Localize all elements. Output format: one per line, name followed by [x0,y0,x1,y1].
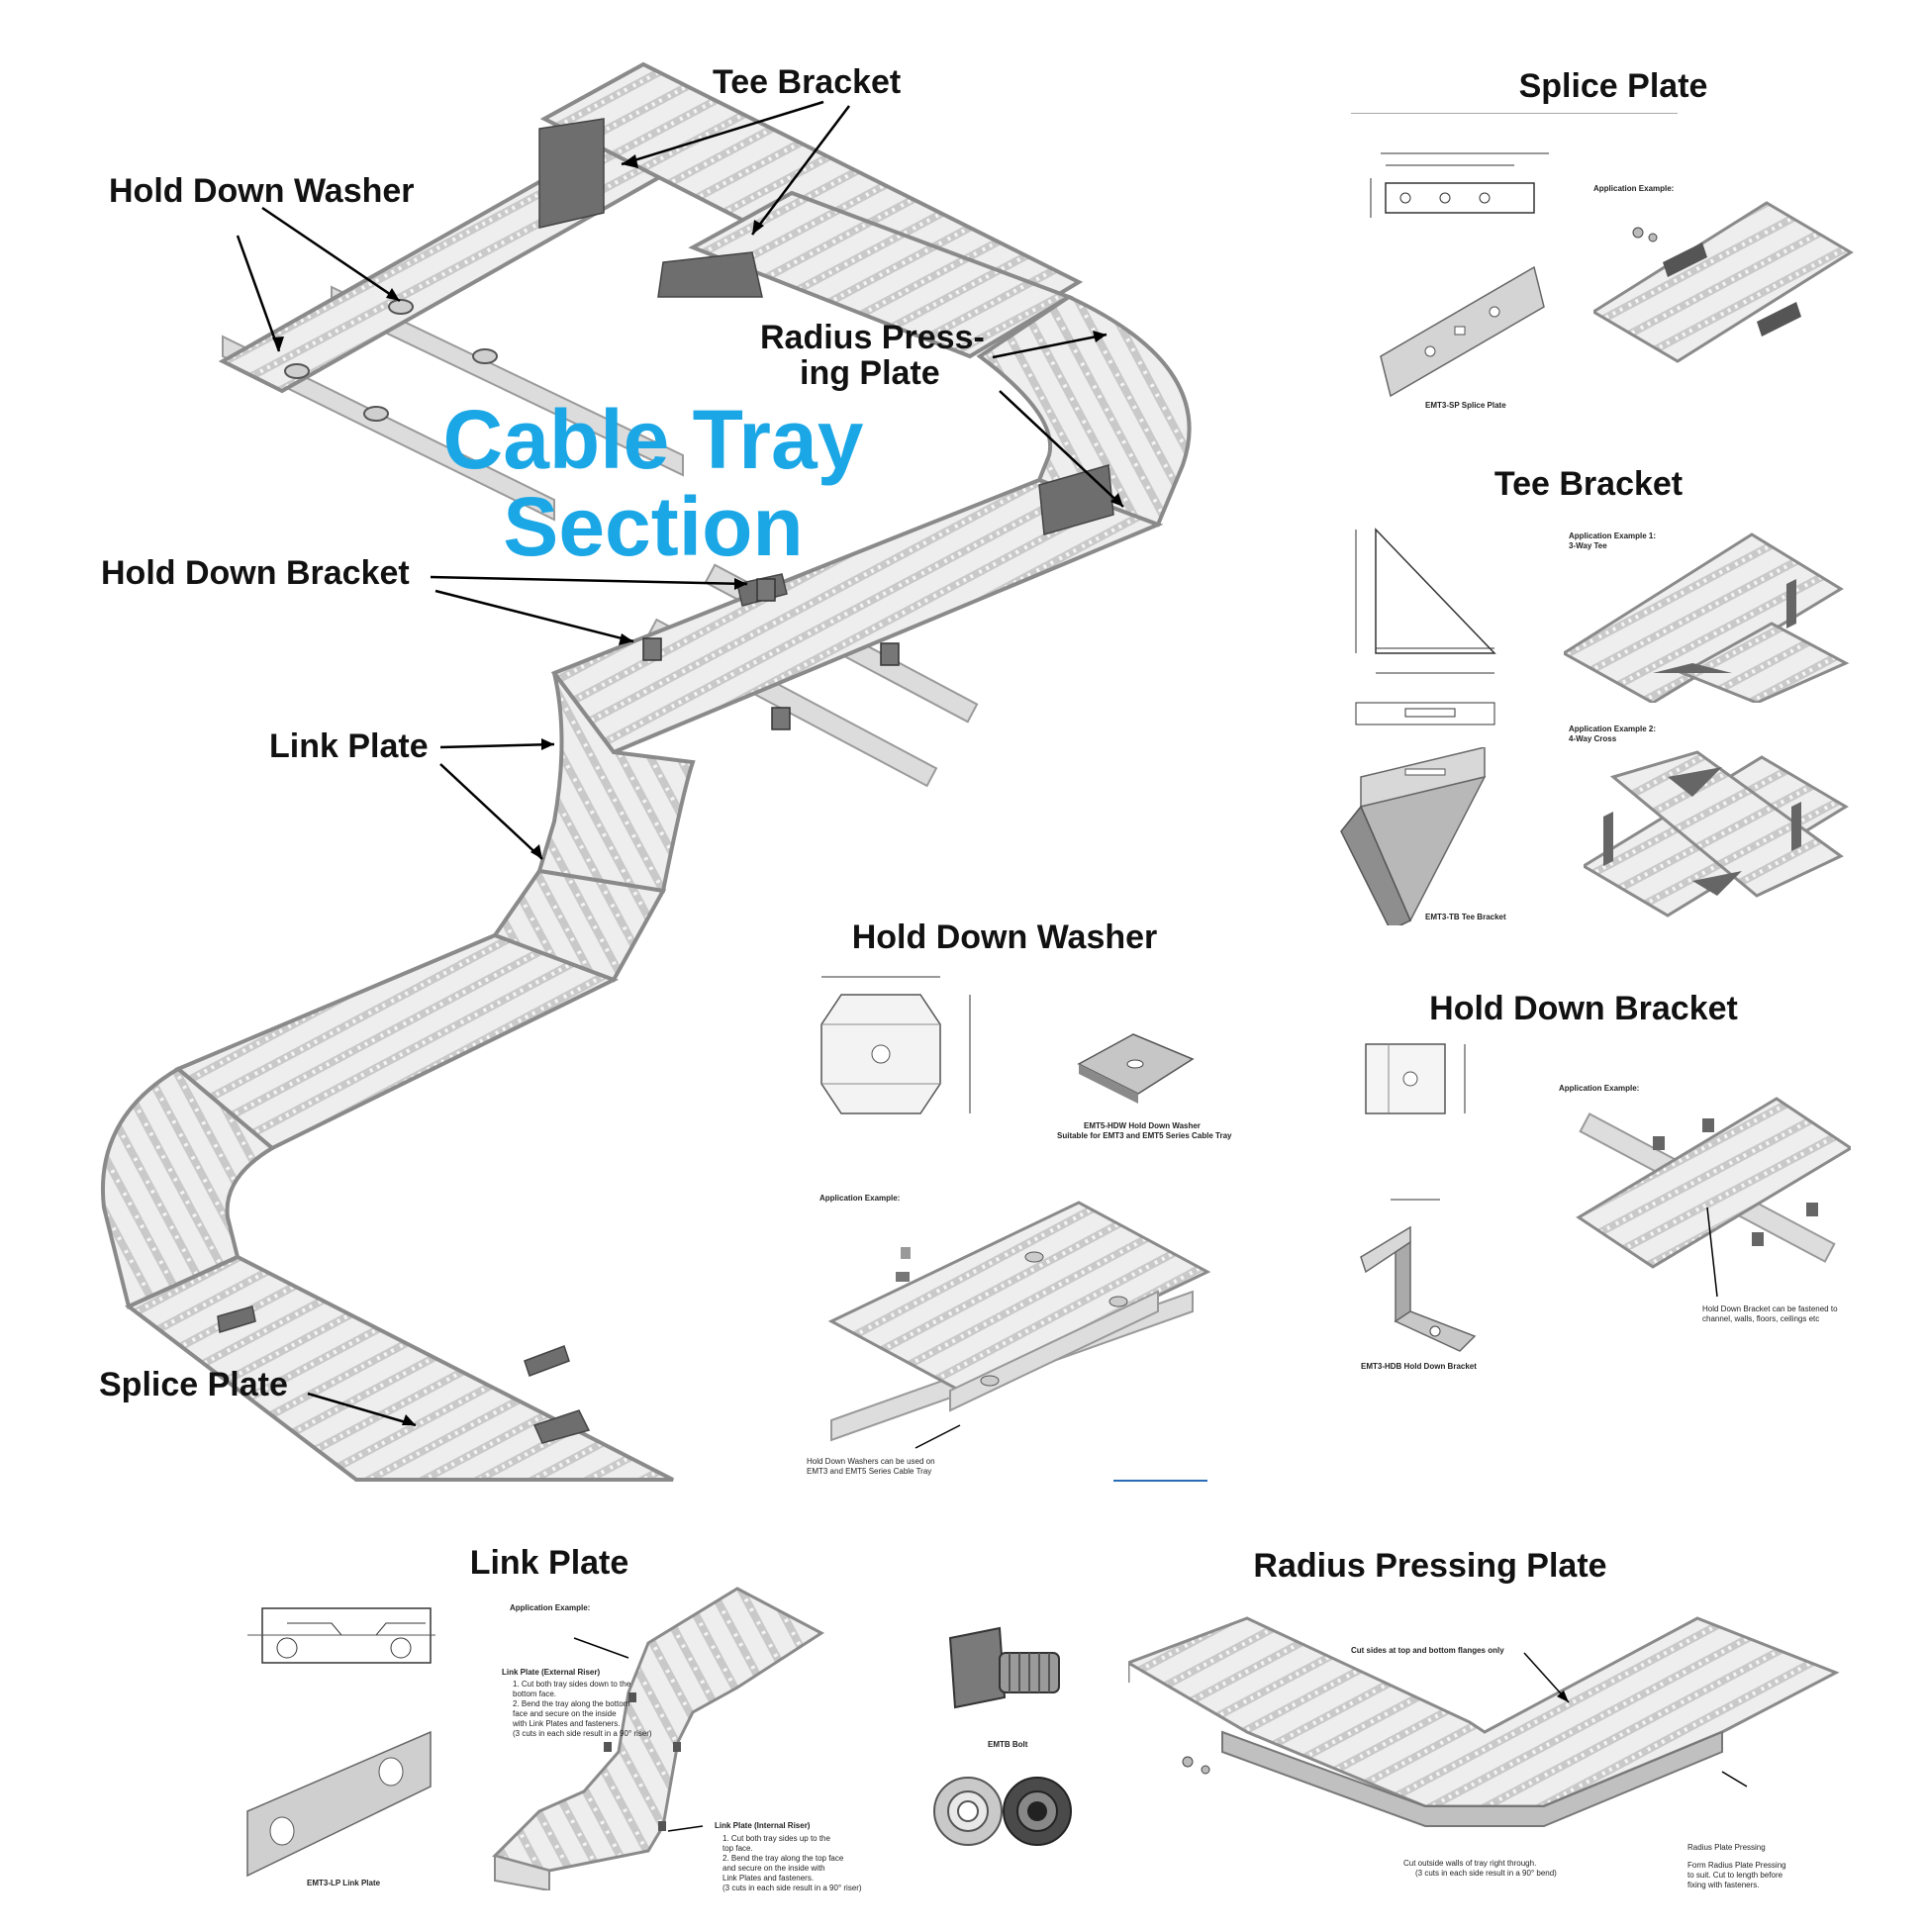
tee-bracket-example2-line2: 4-Way Cross [1569,734,1617,743]
link-plate-internal-step: 1. Cut both tray sides up to the [722,1834,830,1843]
hold-down-washer-note-line2: EMT3 and EMT5 Series Cable Tray [807,1467,932,1476]
link-plate-external-step: (3 cuts in each side result in a 90° ris… [513,1729,652,1738]
hold-down-washer-dimension-drawing [820,976,971,1114]
callout-arrows [236,100,1124,1427]
link-plate-internal-step: 2. Bend the tray along the top face [722,1854,844,1863]
hold-down-washer-note-line1: Hold Down Washers can be used on [807,1457,935,1466]
callout-radius-pressing-plate-line2: ing Plate [800,354,940,392]
tee-bracket-3way-tee-drawing [1564,532,1850,703]
hold-down-bracket-application-label: Application Example: [1559,1084,1640,1093]
tee-bracket-4way-cross-drawing [1584,750,1849,918]
tray-radius-bend [976,294,1192,528]
hold-down-washer-heading: Hold Down Washer [851,918,1158,956]
tee-bracket-caption: EMT3-TB Tee Bracket [1425,913,1506,921]
bolt-image [948,1626,1060,1709]
link-plate-internal-step: top face. [722,1844,753,1853]
flange-nuts-image [933,1777,1072,1846]
hold-down-washers [284,299,498,422]
tee-bracket-example1-line2: 3-Way Tee [1569,541,1607,550]
main-title-line1: Cable Tray [442,393,864,486]
tray-lower-bend [101,1066,276,1309]
link-plate-external-step: bottom face. [513,1690,557,1698]
link-plate-internal-step: (3 cuts in each side result in a 90° ris… [722,1884,862,1892]
hold-down-washer-caption-line2: Suitable for EMT3 and EMT5 Series Cable … [1057,1131,1232,1140]
callout-radius-pressing-plate-line1: Radius Press- [760,319,985,356]
hold-down-bracket-dimension-drawing [1365,1043,1466,1114]
callout-hold-down-washer: Hold Down Washer [109,172,415,210]
link-plate-external-title: Link Plate (External Riser) [502,1668,601,1677]
splice-plate-dimension-drawing [1370,152,1549,218]
hold-down-washer-application-label: Application Example: [819,1194,901,1203]
callout-tee-bracket: Tee Bracket [713,63,902,101]
link-plate-external-step: 1. Cut both tray sides down to the [513,1680,631,1689]
radius-pressing-plate-heading: Radius Pressing Plate [1253,1547,1607,1585]
tray-run-lower [174,932,620,1151]
link-plate-3d-part [246,1730,432,1878]
link-plate-external-step: face and secure on the inside [513,1709,617,1718]
splice-plate-heading: Splice Plate [1518,67,1708,105]
tee-bracket-dimension-drawing [1355,528,1496,725]
link-plate-external-step: with Link Plates and fasteners. [513,1719,621,1728]
radius-pressing-plate-cut-note: Cut sides at top and bottom flanges only [1351,1646,1504,1655]
link-plate-external-step: 2. Bend the tray along the bottom [513,1699,630,1708]
link-plate-heading: Link Plate [469,1544,629,1582]
radius-pressing-plate-cut-outside-line2: (3 cuts in each side result in a 90° ben… [1415,1869,1557,1878]
callout-hold-down-bracket: Hold Down Bracket [101,554,410,592]
main-title: Cable Tray Section [426,396,881,570]
tee-bracket-heading: Tee Bracket [1493,465,1684,503]
hold-down-bracket-application-drawing [1576,1097,1851,1298]
hold-down-bracket-note-line1: Hold Down Bracket can be fastened to [1702,1304,1838,1313]
radius-pressing-plate-pressing-line1: Form Radius Plate Pressing [1687,1861,1786,1870]
link-plate-application-drawing [492,1587,824,1890]
hold-down-washer-3d-part [1077,1033,1195,1104]
link-plate-internal-step: Link Plates and fasteners. [722,1874,815,1883]
hold-down-washer-underline [1113,1480,1207,1482]
tee-bracket-example2-line1: Application Example 2: [1569,724,1657,733]
radius-pressing-plate-pressing-title: Radius Plate Pressing [1687,1843,1766,1852]
tee-bracket-3d-part [1340,747,1487,925]
callout-splice-plate: Splice Plate [99,1366,288,1403]
splice-plate-caption: EMT3-SP Splice Plate [1425,401,1506,410]
splice-plate-3d-part [1380,265,1545,398]
tee-bracket-example1-line1: Application Example 1: [1569,531,1657,540]
radius-pressing-plate-cut-outside-line1: Cut outside walls of tray right through. [1403,1859,1537,1868]
link-plate-external-steps: 1. Cut both tray sides down to the botto… [513,1680,652,1739]
link-plate-internal-title: Link Plate (Internal Riser) [715,1821,811,1830]
radius-pressing-plate-pressing-line3: fixing with fasteners. [1687,1881,1760,1889]
link-plate-internal-steps: 1. Cut both tray sides up to the top fac… [722,1834,862,1893]
hold-down-bracket-heading: Hold Down Bracket [1429,990,1738,1027]
link-plate-caption: EMT3-LP Link Plate [307,1879,381,1887]
link-plate-dimension-drawing [247,1607,435,1664]
radius-pressing-plate-pressing-line2: to suit. Cut to length before [1687,1871,1783,1880]
bolt-caption: EMTB Bolt [988,1740,1028,1749]
radius-pressing-plate-drawing [1128,1616,1840,1827]
link-plate-application-label: Application Example: [510,1603,591,1612]
splice-plate-application-drawing [1593,201,1854,363]
splice-plate-rule [1351,113,1678,114]
callout-link-plate: Link Plate [269,727,429,765]
hold-down-bracket-caption: EMT3-HDB Hold Down Bracket [1361,1362,1477,1371]
hold-down-bracket-3d-part [1360,1199,1477,1352]
link-plate-internal-step: and secure on the inside with [722,1864,825,1873]
hold-down-washer-application-drawing [827,1201,1211,1449]
main-title-line2: Section [503,480,804,573]
hold-down-washer-caption-line1: EMT5-HDW Hold Down Washer [1084,1121,1201,1130]
callout-arrowheads [272,154,1123,1425]
hold-down-brackets [642,578,900,730]
hold-down-bracket-note-line2: channel, walls, floors, ceilings etc [1702,1314,1820,1323]
splice-plate-application-label: Application Example: [1593,184,1675,193]
